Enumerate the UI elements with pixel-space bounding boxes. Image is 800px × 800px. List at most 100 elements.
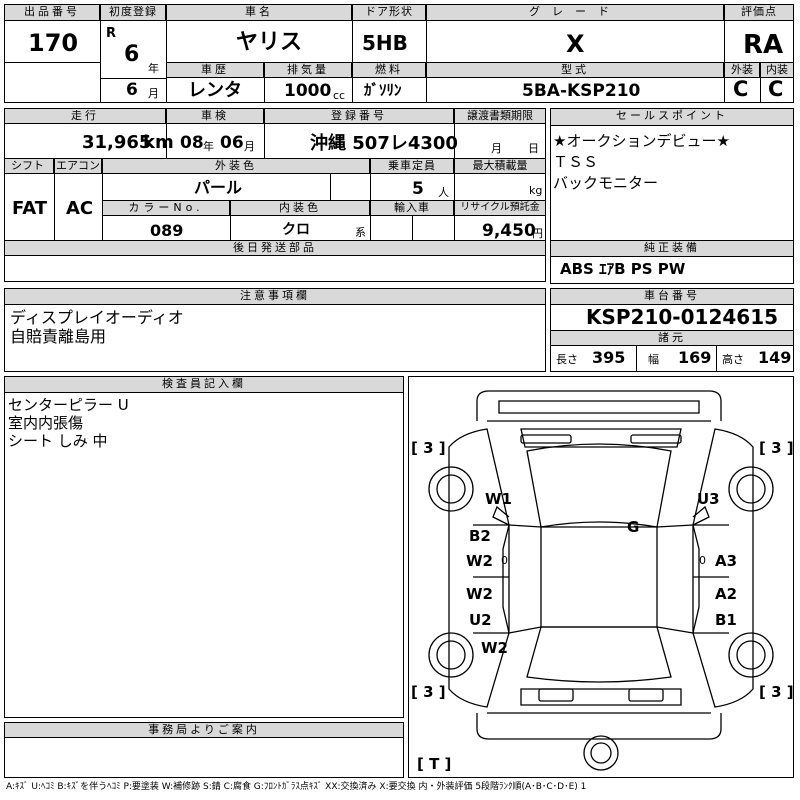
- small-zero-left: 0: [501, 554, 508, 567]
- car-body-outline: [428, 390, 774, 771]
- era-letter: R: [106, 26, 117, 41]
- interior-grade: C: [768, 77, 784, 101]
- damage-mark-u2: U2: [469, 611, 492, 629]
- later-parts-header: 後日発送部品: [4, 240, 546, 256]
- damage-mark-w2-rear: W2: [481, 639, 508, 657]
- mileage-header: 走行: [4, 108, 166, 124]
- history-header: 車歴: [166, 62, 264, 78]
- damage-mark-w2-left-rear: W2: [466, 585, 493, 603]
- caution-line-1: ディスプレイオーディオ: [10, 308, 184, 327]
- damage-mark-w2-left-front: W2: [466, 552, 493, 570]
- inspector-line-2: 室内内張傷: [8, 414, 84, 432]
- tire-tread-front-left: [ 3 ]: [411, 439, 446, 457]
- transfer-month-unit: 月: [491, 142, 502, 155]
- lot-number-header: 出品番号: [4, 4, 100, 21]
- sales-point-1: ★オークションデビュー★: [553, 132, 730, 150]
- interior-grade-header: 内装: [760, 62, 794, 78]
- aircon: AC: [66, 198, 94, 219]
- recycle-deposit: 9,450: [482, 221, 536, 241]
- height-value: 149: [758, 348, 792, 367]
- tire-tread-rear-right: [ 3 ]: [759, 683, 794, 701]
- year-unit: 年: [148, 62, 159, 75]
- damage-mark-b1: B1: [715, 611, 737, 629]
- import-header: 輸入車: [370, 200, 454, 216]
- lot-number: 170: [28, 29, 79, 57]
- auction-score: RA: [743, 30, 784, 60]
- exterior-grade: C: [733, 77, 749, 101]
- legend-text: A:ｷｽﾞ U:ﾍｺﾐ B:ｷｽﾞを伴うﾍｺﾐ P:要塗装 W:補修跡 S:錆 …: [6, 782, 587, 792]
- aircon-header: エアコン: [54, 158, 102, 174]
- registration-year: 6: [124, 42, 140, 67]
- color-number-header: カラーNo.: [102, 200, 230, 216]
- exterior-grade-header: 外装: [724, 62, 760, 78]
- sales-point-3: バックモニター: [553, 174, 659, 192]
- exterior-color: パール: [194, 178, 243, 197]
- damage-mark-a2: A2: [715, 585, 738, 603]
- score-header: 評価点: [724, 4, 794, 21]
- grade: X: [566, 30, 585, 58]
- office-header: 事務局よりご案内: [4, 722, 404, 738]
- displacement-header: 排気量: [264, 62, 352, 78]
- spare-tire-mark: [ T ]: [417, 755, 452, 773]
- damage-mark-b2: B2: [469, 527, 491, 545]
- inspection-header: 車検: [166, 108, 264, 124]
- transfer-deadline-header: 譲渡書類期限: [454, 108, 546, 124]
- interior-color-unit: 系: [355, 226, 366, 239]
- inspection-year: 08: [180, 133, 204, 153]
- damage-mark-a3: A3: [715, 552, 738, 570]
- recycle-unit: 円: [532, 227, 543, 240]
- exterior-color-header: 外装色: [102, 158, 370, 174]
- seating-capacity: 5: [412, 179, 424, 199]
- length-label: 長さ: [556, 353, 578, 366]
- small-zero-right: 0: [699, 554, 706, 567]
- equipment-list: ABS ｴｱB PS PW: [560, 260, 686, 278]
- displacement: 1000: [284, 81, 332, 101]
- width-value: 169: [678, 348, 712, 367]
- damage-mark-u3: U3: [697, 490, 720, 508]
- inspector-line-1: センターピラー U: [8, 396, 129, 414]
- chassis-number: KSP210-0124615: [586, 305, 779, 329]
- sales-point-2: ＴＳＳ: [553, 153, 599, 171]
- car-history: レンタ: [188, 80, 242, 101]
- registration-number-header: 登録番号: [264, 108, 454, 124]
- inspection-year-unit: 年: [203, 140, 214, 153]
- registration-number: 沖縄 507レ4300: [310, 133, 458, 154]
- first-registration-header: 初度登録: [100, 4, 166, 21]
- specs-header: 諸元: [550, 330, 794, 346]
- length-value: 395: [592, 348, 626, 367]
- transfer-day-unit: 日: [528, 142, 539, 155]
- max-load-unit: kg: [529, 184, 543, 197]
- fuel-type: ｶﾞｿﾘﾝ: [364, 81, 402, 99]
- grade-header: グレード: [426, 4, 724, 21]
- shift-header: シフト: [4, 158, 54, 174]
- tire-tread-rear-left: [ 3 ]: [411, 683, 446, 701]
- damage-mark-w1: W1: [485, 490, 512, 508]
- model-code: 5BA-KSP210: [522, 81, 641, 101]
- month-unit: 月: [148, 87, 159, 100]
- inspection-month-unit: 月: [244, 140, 255, 153]
- caution-header: 注意事項欄: [4, 288, 546, 305]
- model-header: 型式: [426, 62, 724, 78]
- max-load-header: 最大積載量: [454, 158, 546, 174]
- displacement-unit: cc: [333, 89, 346, 102]
- color-number: 089: [150, 221, 184, 240]
- equipment-header: 純正装備: [550, 240, 794, 257]
- fuel-header: 燃料: [352, 62, 426, 78]
- car-name-header: 車名: [166, 4, 352, 21]
- car-name: ヤリス: [236, 30, 303, 55]
- interior-color-header: 内装色: [230, 200, 370, 216]
- tire-tread-front-right: [ 3 ]: [759, 439, 794, 457]
- door-type: 5HB: [362, 31, 408, 55]
- caution-line-2: 自賠責離島用: [10, 327, 107, 346]
- inspector-line-3: シート しみ 中: [8, 432, 108, 450]
- inspection-month: 06: [220, 133, 244, 153]
- mileage-unit: km: [143, 132, 174, 153]
- chassis-header: 車台番号: [550, 288, 794, 305]
- damage-mark-g: G: [627, 518, 640, 536]
- damage-diagram: W1 U3 G B2 W2 0 A3 0 W2 U2 A2 B1 W2 [ 3 …: [408, 376, 794, 778]
- mileage: 31,965: [82, 132, 152, 153]
- inspector-header: 検査員記入欄: [4, 376, 404, 393]
- shift-type: FAT: [12, 198, 48, 219]
- interior-color: クロ: [282, 222, 310, 238]
- width-label: 幅: [648, 353, 659, 366]
